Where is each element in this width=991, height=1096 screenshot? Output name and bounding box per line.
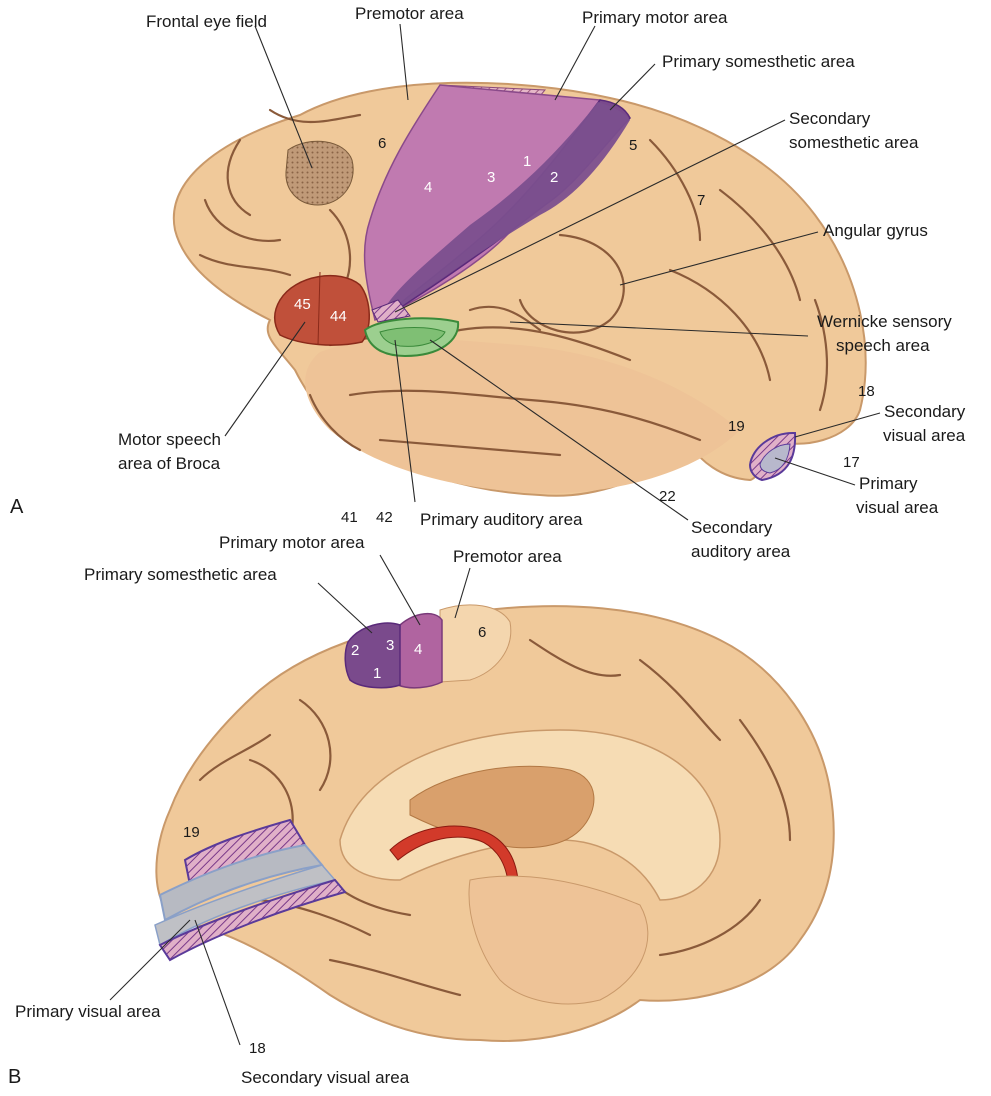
label-primary-auditory-area: Primary auditory area: [420, 510, 583, 529]
area-number-18: 18: [858, 383, 875, 400]
area-number-4: 4: [424, 179, 432, 196]
medial-view: [154, 604, 835, 1042]
lateral-leader-lines: [224, 23, 881, 521]
lateral-view: [172, 81, 867, 497]
medial-somesthetic-region: [344, 622, 401, 689]
lateral-text: Frontal eye field Premotor area Primary …: [10, 4, 966, 561]
medial-primary-motor-region: [397, 613, 443, 689]
label-primary-visual-1: Primary: [859, 474, 918, 493]
medial-secondary-visual-lower: [158, 878, 347, 962]
label-secondary-auditory-1: Secondary: [691, 518, 773, 537]
label-secondary-auditory-2: auditory area: [691, 542, 791, 561]
label-secondary-visual-2: visual area: [883, 426, 966, 445]
temporal-lobe: [305, 338, 740, 494]
area-number-17: 17: [843, 454, 860, 471]
label-medial-primary-motor-area: Primary motor area: [219, 533, 365, 552]
area-number-3: 3: [487, 169, 495, 186]
label-secondary-somesthetic-2: somesthetic area: [789, 133, 919, 152]
panel-label-b: B: [8, 1066, 21, 1088]
somesthetic-fill: [380, 102, 630, 322]
label-secondary-somesthetic-1: Secondary: [789, 109, 871, 128]
label-broca-2: area of Broca: [118, 454, 221, 473]
area-number-19: 19: [728, 418, 745, 435]
medial-leader-lines: [109, 554, 471, 1046]
broca-region: [274, 274, 370, 346]
medial-area-number-1: 1: [373, 665, 381, 682]
medial-area-number-18: 18: [249, 1040, 266, 1057]
medial-area-number-6: 6: [478, 624, 486, 641]
label-wernicke-1: Wernicke sensory: [817, 312, 952, 331]
lateral-sulci: [198, 108, 829, 457]
area-number-42: 42: [376, 509, 393, 526]
area-number-1: 1: [523, 153, 531, 170]
area-number-7: 7: [697, 192, 705, 209]
label-medial-primary-somesthetic-area: Primary somesthetic area: [84, 565, 277, 584]
medial-area-number-3: 3: [386, 637, 394, 654]
secondary-somesthetic-region: [371, 299, 411, 323]
medial-area-number-2: 2: [351, 642, 359, 659]
label-primary-motor-area: Primary motor area: [582, 8, 728, 27]
area-number-44: 44: [330, 308, 347, 325]
medial-premotor-region: [439, 604, 512, 683]
label-secondary-visual-1: Secondary: [884, 402, 966, 421]
primary-motor-region: [363, 84, 602, 322]
label-primary-visual-2: visual area: [856, 498, 939, 517]
medial-area-number-19: 19: [183, 824, 200, 841]
label-medial-secondary-visual-area: Secondary visual area: [241, 1068, 410, 1087]
area-number-2: 2: [550, 169, 558, 186]
label-wernicke-2: speech area: [836, 336, 930, 355]
label-medial-primary-visual-area: Primary visual area: [15, 1002, 161, 1021]
medial-text: Primary motor area Premotor area Primary…: [8, 533, 562, 1088]
auditory-inner: [379, 327, 446, 347]
area-number-6: 6: [378, 135, 386, 152]
area-number-22: 22: [659, 488, 676, 505]
area-number-41: 41: [341, 509, 358, 526]
brainstem-region: [468, 875, 649, 1005]
label-broca-1: Motor speech: [118, 430, 221, 449]
label-primary-somesthetic-area: Primary somesthetic area: [662, 52, 855, 71]
area-number-5: 5: [629, 137, 637, 154]
label-premotor-area: Premotor area: [355, 4, 464, 23]
area-number-45: 45: [294, 296, 311, 313]
medial-area-number-4: 4: [414, 641, 422, 658]
label-medial-premotor-area: Premotor area: [453, 547, 562, 566]
label-angular-gyrus: Angular gyrus: [823, 221, 928, 240]
frontal-eye-field-region: [285, 140, 354, 206]
panel-label-a: A: [10, 496, 24, 518]
label-frontal-eye-field: Frontal eye field: [146, 12, 267, 31]
